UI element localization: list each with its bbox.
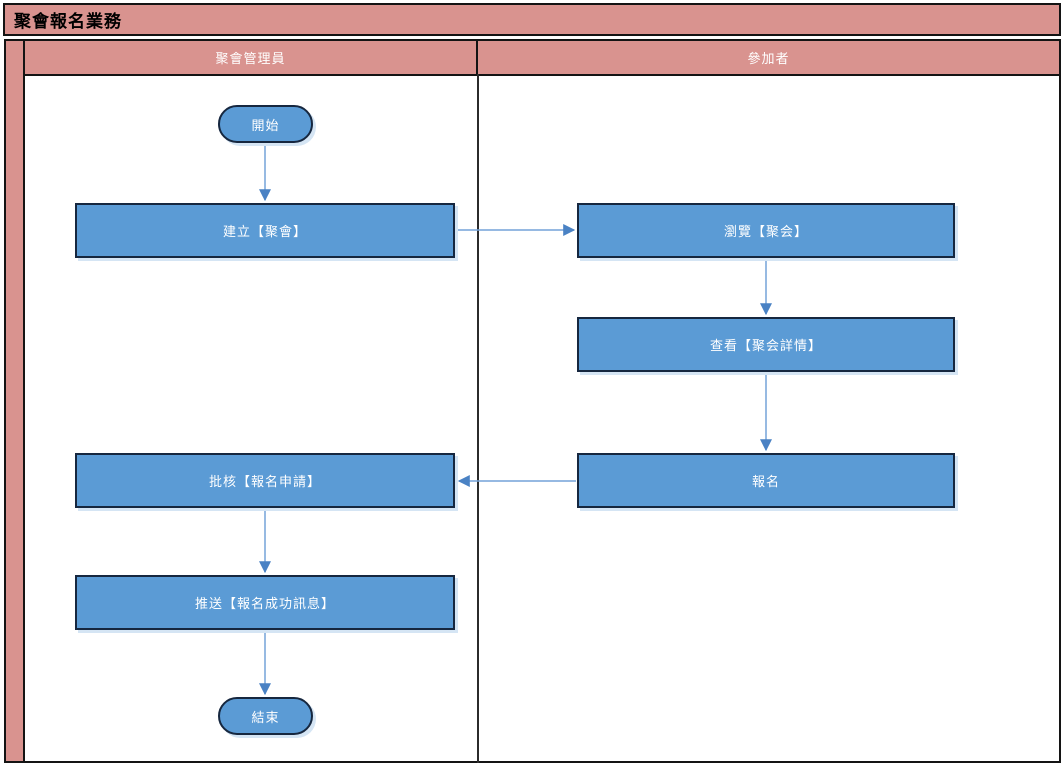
node-approve-application: 批核【報名申請】 [75,453,455,508]
node-register: 報名 [577,453,955,508]
node-start: 開始 [218,105,313,143]
node-push-message: 推送【報名成功訊息】 [75,575,455,630]
node-view-details: 查看【聚会詳情】 [577,317,955,372]
node-view-details-label: 查看【聚会詳情】 [709,338,822,353]
node-push-message-label: 推送【報名成功訊息】 [194,596,335,611]
node-browse-meeting: 瀏覽【聚会】 [577,203,955,258]
node-start-label: 開始 [251,117,280,133]
node-register-label: 報名 [751,474,780,489]
node-approve-application-label: 批核【報名申請】 [208,474,321,489]
lane-divider [477,74,479,763]
lane-header-admin: 聚會管理員 [23,39,478,76]
pool-label-strip [4,39,25,763]
node-end: 結束 [218,697,313,735]
node-browse-meeting-label: 瀏覽【聚会】 [723,224,808,239]
diagram-title: 聚會報名業務 [14,12,122,31]
node-create-meeting-label: 建立【聚會】 [222,224,307,239]
node-end-label: 結束 [251,709,280,725]
lane-admin-label: 聚會管理員 [215,51,286,66]
pool-frame [4,39,1061,763]
diagram-title-bar: 聚會報名業務 [3,3,1061,36]
node-create-meeting: 建立【聚會】 [75,203,455,258]
lane-header-participant: 參加者 [476,39,1061,76]
lane-participant-label: 參加者 [747,51,790,66]
